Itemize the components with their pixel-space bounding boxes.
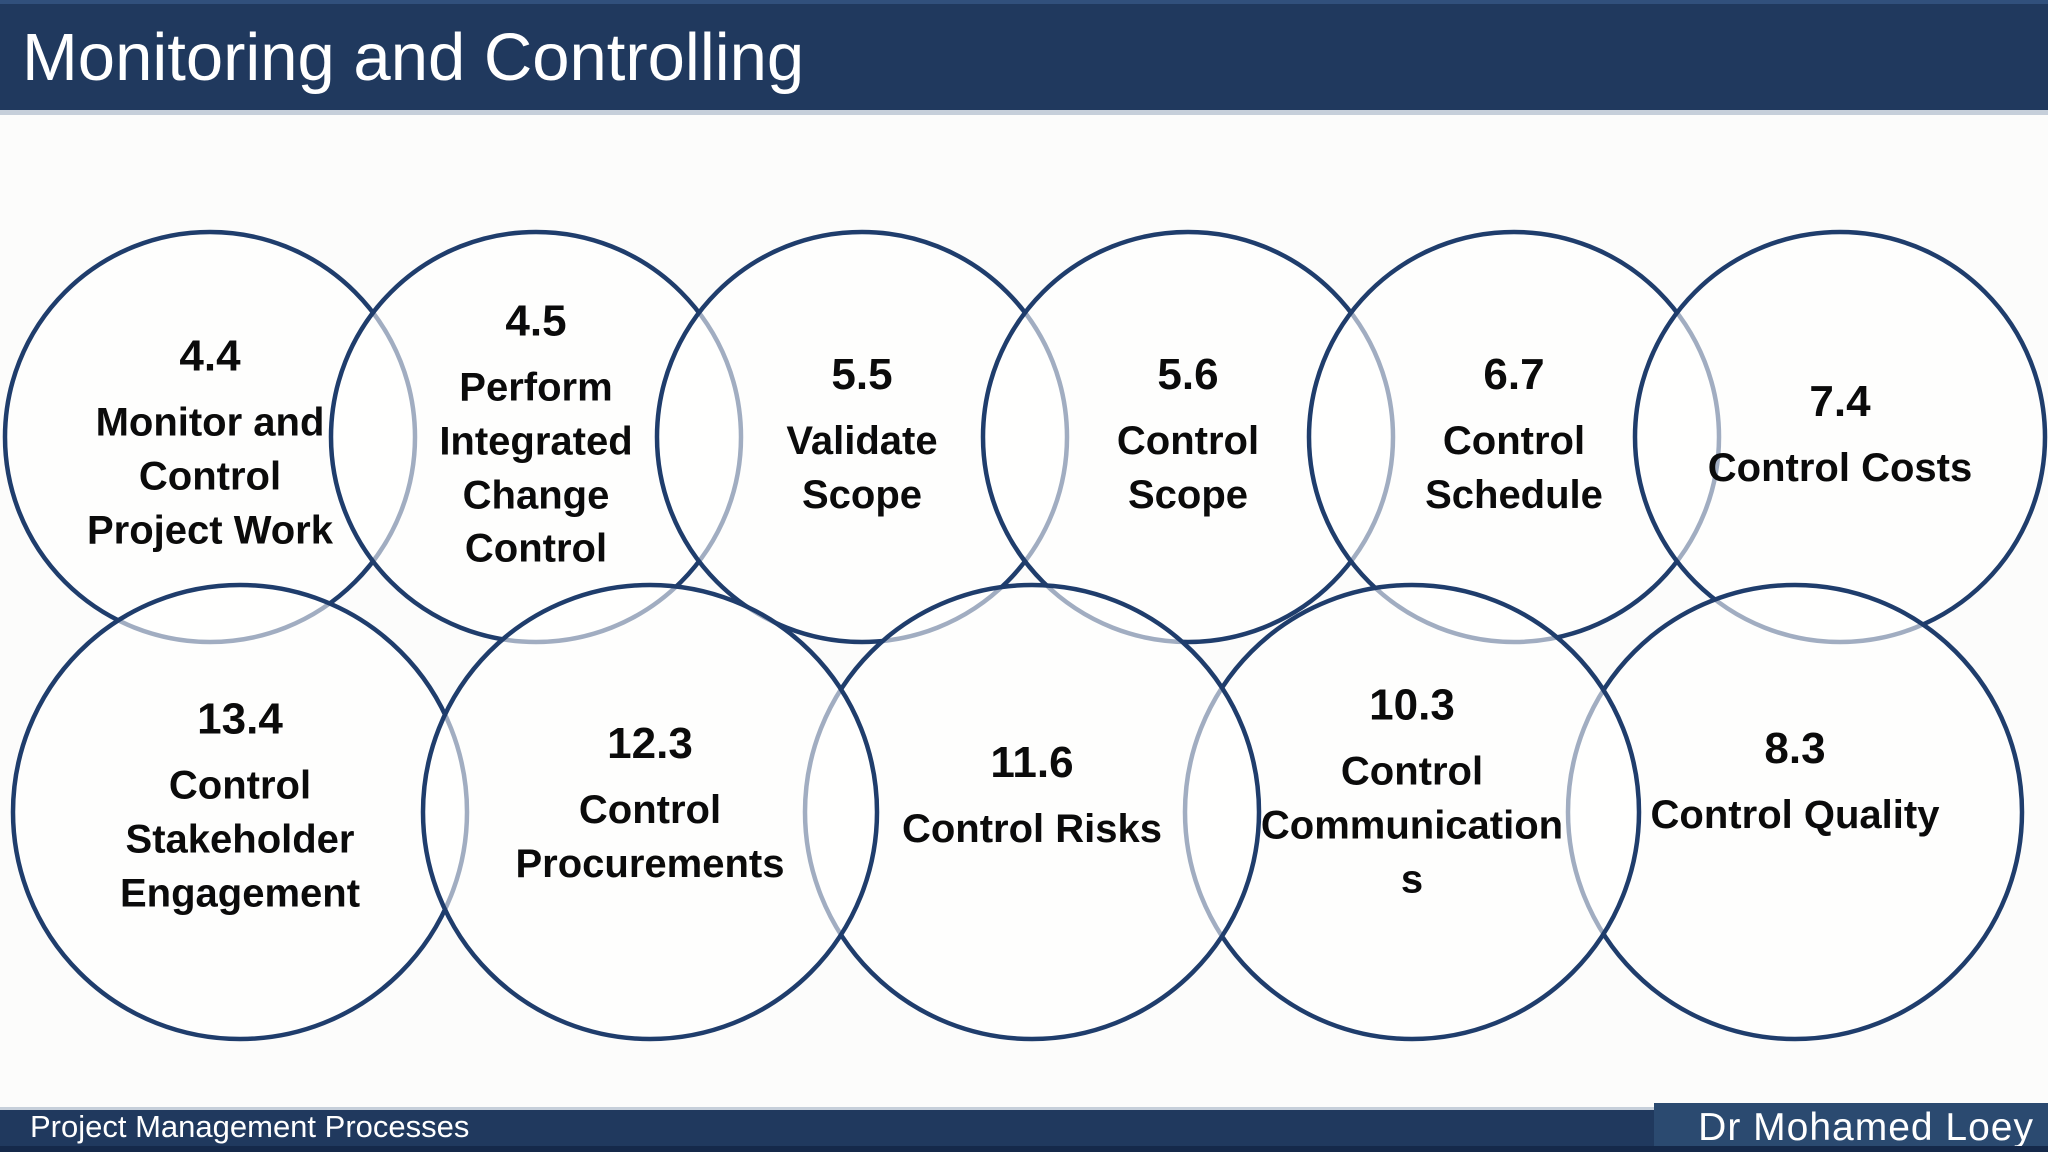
venn-circle-7-4	[1632, 229, 2048, 645]
footer-author-panel: Dr Mohamed Loey	[1654, 1103, 2048, 1152]
title-bar: Monitoring and Controlling	[0, 0, 2048, 115]
slide-title: Monitoring and Controlling	[22, 19, 805, 95]
footer-author-text: Dr Mohamed Loey	[1698, 1105, 2034, 1149]
footer-bottom-strip	[0, 1146, 2048, 1152]
venn-circle-12-3	[420, 582, 880, 1042]
footer-left-text: Project Management Processes	[30, 1109, 470, 1144]
venn-circle-13-4	[10, 582, 470, 1042]
